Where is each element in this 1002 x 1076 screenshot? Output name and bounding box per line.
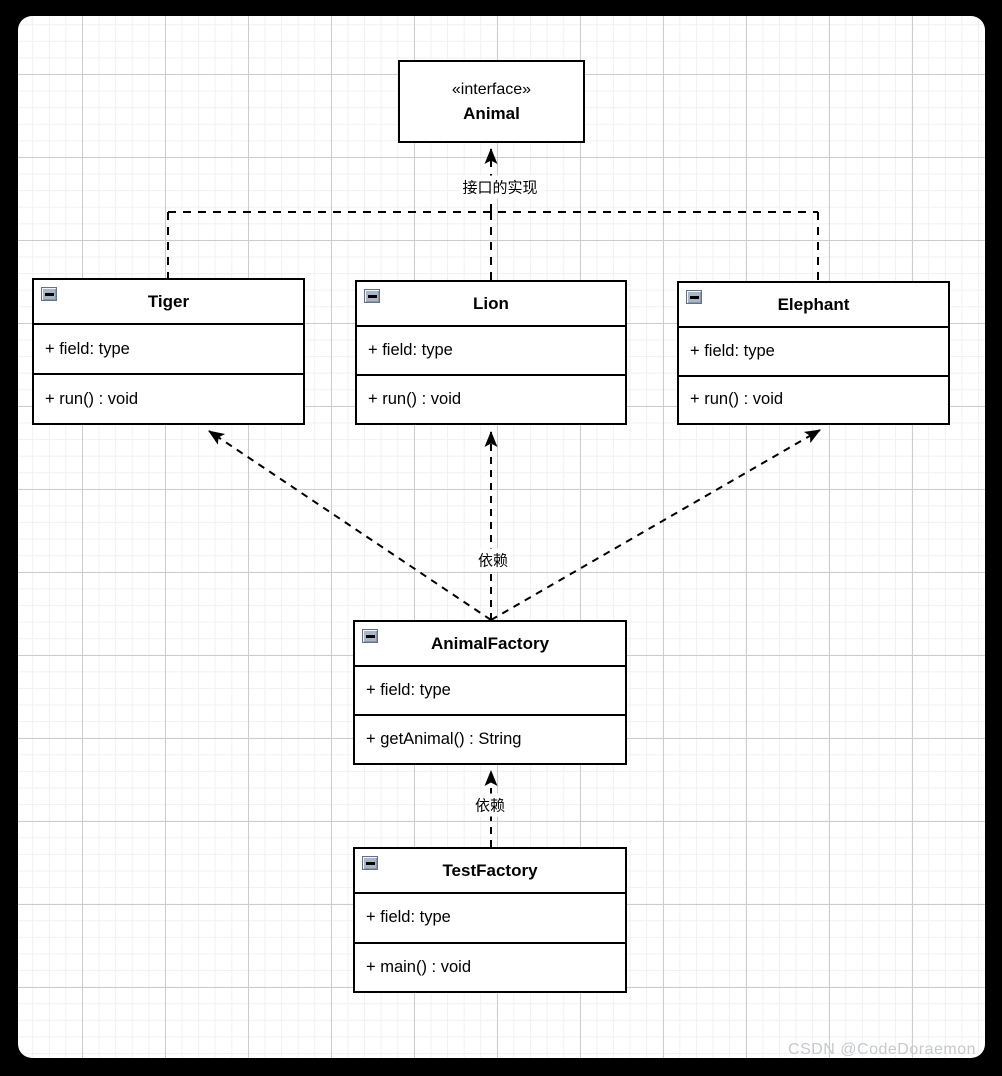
collapse-minus-icon[interactable] <box>362 856 378 870</box>
class-tiger-field: + field: type <box>45 339 130 358</box>
edge-label-dependency-factory: 依赖 <box>473 548 513 572</box>
class-elephant-field: + field: type <box>690 341 775 360</box>
class-lion: Lion + field: type + run() : void <box>355 280 627 425</box>
class-elephant: Elephant + field: type + run() : void <box>677 281 950 425</box>
class-test-factory-name: TestFactory <box>442 860 538 880</box>
class-animal-factory-header: AnimalFactory <box>355 622 625 667</box>
class-test-factory: TestFactory + field: type + main() : voi… <box>353 847 627 993</box>
class-tiger-method: + run() : void <box>34 373 303 423</box>
class-tiger-header: Tiger <box>34 280 303 325</box>
edge-label-realization: 接口的实现 <box>458 175 542 199</box>
class-elephant-header: Elephant <box>679 283 948 328</box>
class-lion-method: + run() : void <box>357 374 625 423</box>
class-animal-factory-method: + getAnimal() : String <box>355 714 625 763</box>
class-lion-field: + field: type <box>368 341 453 359</box>
class-elephant-name: Elephant <box>777 294 850 314</box>
collapse-minus-icon[interactable] <box>364 289 380 303</box>
class-test-factory-method: + main() : void <box>355 941 625 992</box>
class-animal-factory-name: AnimalFactory <box>430 633 550 653</box>
collapse-minus-icon[interactable] <box>41 287 57 301</box>
class-lion-name: Lion <box>473 293 509 313</box>
class-lion-header: Lion <box>357 282 625 327</box>
class-test-factory-header: TestFactory <box>355 849 625 894</box>
class-tiger: Tiger + field: type + run() : void <box>32 278 305 425</box>
collapse-minus-icon[interactable] <box>362 629 378 643</box>
collapse-minus-icon[interactable] <box>686 290 702 304</box>
class-animal-factory: AnimalFactory + field: type + getAnimal(… <box>353 620 627 765</box>
class-animal-factory-field: + field: type <box>366 681 451 699</box>
class-elephant-method: + run() : void <box>679 374 948 424</box>
csdn-watermark: CSDN @CodeDoraemon <box>788 1041 976 1058</box>
edge-label-dependency-test: 依赖 <box>470 793 510 817</box>
interface-animal: «interface» Animal <box>398 60 585 143</box>
class-tiger-name: Tiger <box>147 291 190 311</box>
interface-stereotype: «interface» <box>451 80 532 98</box>
class-test-factory-field: + field: type <box>366 908 451 927</box>
interface-name: Animal <box>463 103 520 123</box>
